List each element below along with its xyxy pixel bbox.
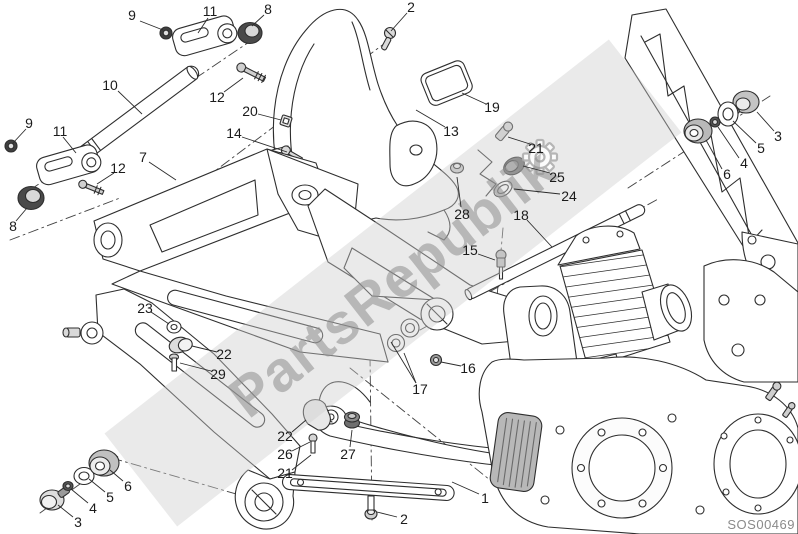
callout-6: 6 <box>723 166 731 182</box>
callout-4: 4 <box>740 155 748 171</box>
linkage-screw <box>495 249 507 280</box>
callout-29: 29 <box>210 366 226 382</box>
callout-18: 18 <box>513 207 529 223</box>
callout-15: 15 <box>462 242 478 258</box>
callout-28: 28 <box>454 206 470 222</box>
callout-22: 22 <box>216 346 232 362</box>
callout-21: 21 <box>277 465 293 481</box>
callout-10: 10 <box>102 77 118 93</box>
callout-24: 24 <box>561 188 577 204</box>
callout-17: 17 <box>412 381 428 397</box>
callout-14: 14 <box>226 125 242 141</box>
gear-icon <box>521 138 559 176</box>
chain-adjuster-top <box>172 15 238 57</box>
callout-2: 2 <box>400 511 408 527</box>
callout-5: 5 <box>106 489 114 505</box>
callout-7: 7 <box>139 149 147 165</box>
callout-26: 26 <box>277 446 293 462</box>
callout-3: 3 <box>774 128 782 144</box>
adjuster-screw-left <box>78 179 105 196</box>
callout-12: 12 <box>209 89 225 105</box>
callout-4: 4 <box>89 500 97 516</box>
callout-16: 16 <box>460 360 476 376</box>
callout-11: 11 <box>52 123 68 139</box>
square-nut <box>279 114 293 128</box>
fender-screw-top <box>381 26 397 51</box>
hose-guide-cluster <box>302 381 371 454</box>
callout-13: 13 <box>443 123 459 139</box>
callout-5: 5 <box>757 140 765 156</box>
callout-9: 9 <box>128 7 136 23</box>
callout-3: 3 <box>74 514 82 530</box>
engine <box>478 225 798 534</box>
clamp-cluster <box>166 320 193 372</box>
mounting-pad <box>420 60 473 106</box>
chain-adjuster-left <box>36 144 102 186</box>
pivot-shaft <box>74 65 200 163</box>
bolt-21-top <box>494 121 514 142</box>
lower-roller-set <box>39 449 120 511</box>
pivot-cap-top <box>237 21 263 45</box>
callout-27: 27 <box>340 446 356 462</box>
adjuster-nut-left <box>4 139 18 153</box>
swingarm <box>93 148 527 367</box>
clip-24 <box>493 180 513 198</box>
callout-20: 20 <box>242 103 258 119</box>
callout-23: 23 <box>137 300 153 316</box>
callout-8: 8 <box>9 218 17 234</box>
callout-1: 1 <box>481 490 489 506</box>
adjuster-screw-top <box>236 62 267 84</box>
cap-25 <box>503 156 525 176</box>
upper-roller-set <box>683 90 760 144</box>
callout-22: 22 <box>277 428 293 444</box>
callout-6: 6 <box>124 478 132 494</box>
callout-9: 9 <box>25 115 33 131</box>
callout-11: 11 <box>202 3 218 19</box>
spring-clip <box>477 149 497 197</box>
callout-25: 25 <box>549 169 565 185</box>
flanged-nut <box>449 162 465 174</box>
footpeg-bracket <box>62 288 301 530</box>
callout-21: 21 <box>528 140 544 156</box>
callout-19: 19 <box>484 99 500 115</box>
pivot-cap-left <box>17 185 45 211</box>
catalog-code: SOS00469 <box>727 517 795 532</box>
callout-8: 8 <box>264 1 272 17</box>
callout-2: 2 <box>407 0 415 15</box>
callout-12: 12 <box>110 160 126 176</box>
